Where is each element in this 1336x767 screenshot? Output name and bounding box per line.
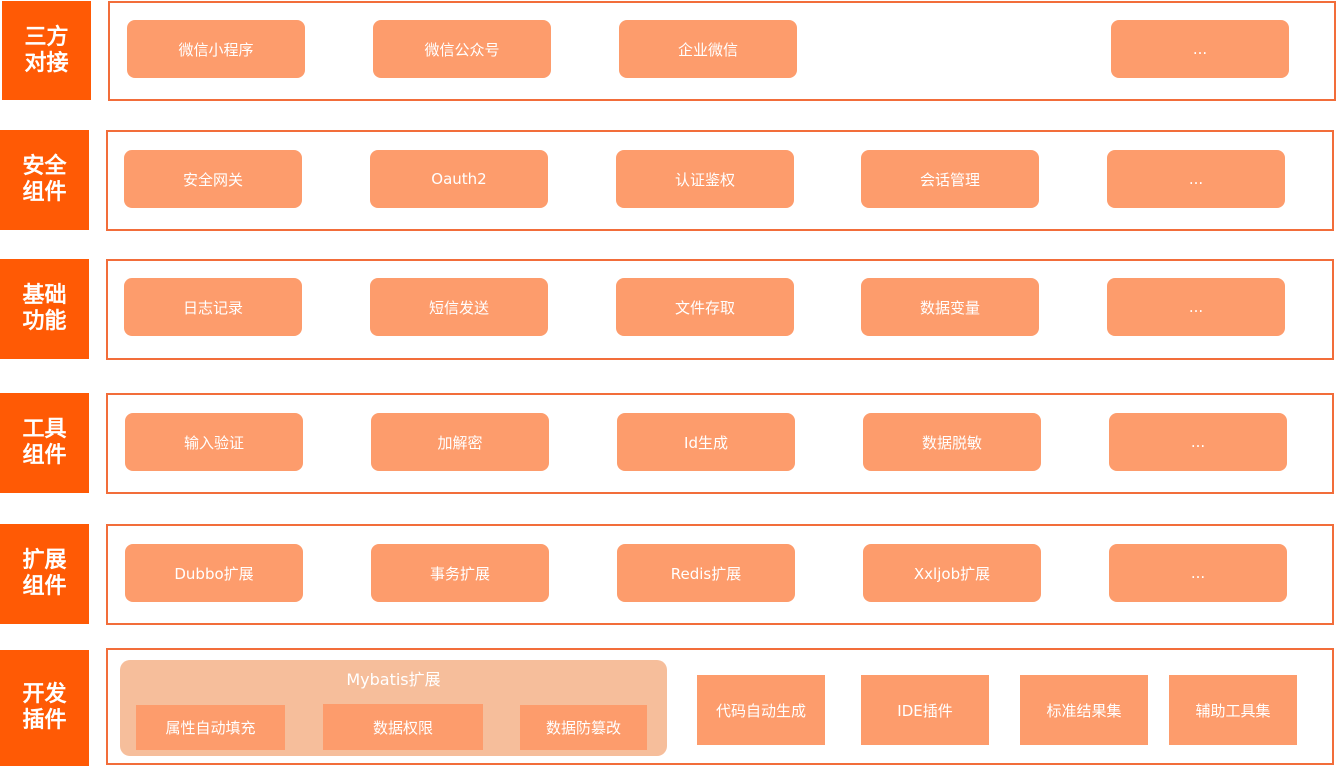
item-wechat-work[interactable]: 企业微信 — [619, 20, 797, 78]
item-auth[interactable]: 认证鉴权 — [616, 150, 794, 208]
mybatis-extension-title: Mybatis扩展 — [346, 670, 441, 689]
item-more[interactable]: ... — [1111, 20, 1289, 78]
row-label-dev-plugins: 开发 插件 — [0, 650, 89, 766]
item-tamper-proof[interactable]: 数据防篡改 — [520, 705, 647, 750]
item-dubbo-extension[interactable]: Dubbo扩展 — [125, 544, 303, 602]
row-label-third-party: 三方 对接 — [2, 1, 91, 100]
item-file-storage[interactable]: 文件存取 — [616, 278, 794, 336]
item-data-permission[interactable]: 数据权限 — [323, 704, 483, 750]
item-input-validation[interactable]: 输入验证 — [125, 413, 303, 471]
row-frame-tools: 输入验证 加解密 Id生成 数据脱敏 ... — [106, 393, 1334, 494]
row-label-security: 安全 组件 — [0, 130, 89, 230]
item-data-masking[interactable]: 数据脱敏 — [863, 413, 1041, 471]
item-code-generation[interactable]: 代码自动生成 — [697, 675, 825, 745]
item-standard-result-set[interactable]: 标准结果集 — [1020, 675, 1148, 745]
item-sms[interactable]: 短信发送 — [370, 278, 548, 336]
row-frame-extensions: Dubbo扩展 事务扩展 Redis扩展 Xxljob扩展 ... — [106, 524, 1334, 625]
row-frame-basic: 日志记录 短信发送 文件存取 数据变量 ... — [106, 259, 1334, 360]
item-more[interactable]: ... — [1107, 278, 1285, 336]
item-transaction-extension[interactable]: 事务扩展 — [371, 544, 549, 602]
item-id-generation[interactable]: Id生成 — [617, 413, 795, 471]
item-helper-tools[interactable]: 辅助工具集 — [1169, 675, 1297, 745]
row-label-basic: 基础 功能 — [0, 259, 89, 359]
item-more[interactable]: ... — [1107, 150, 1285, 208]
mybatis-extension-group: Mybatis扩展 属性自动填充 数据权限 数据防篡改 — [120, 660, 667, 756]
item-data-variables[interactable]: 数据变量 — [861, 278, 1039, 336]
item-encryption[interactable]: 加解密 — [371, 413, 549, 471]
item-auto-fill[interactable]: 属性自动填充 — [136, 705, 285, 750]
item-redis-extension[interactable]: Redis扩展 — [617, 544, 795, 602]
row-label-extensions: 扩展 组件 — [0, 524, 89, 624]
item-logging[interactable]: 日志记录 — [124, 278, 302, 336]
item-xxljob-extension[interactable]: Xxljob扩展 — [863, 544, 1041, 602]
item-wechat-official-account[interactable]: 微信公众号 — [373, 20, 551, 78]
row-label-tools: 工具 组件 — [0, 393, 89, 493]
item-more[interactable]: ... — [1109, 413, 1287, 471]
item-ide-plugin[interactable]: IDE插件 — [861, 675, 989, 745]
item-security-gateway[interactable]: 安全网关 — [124, 150, 302, 208]
row-frame-security: 安全网关 Oauth2 认证鉴权 会话管理 ... — [106, 130, 1334, 231]
item-more[interactable]: ... — [1109, 544, 1287, 602]
row-frame-dev-plugins: Mybatis扩展 属性自动填充 数据权限 数据防篡改 代码自动生成 IDE插件… — [106, 648, 1334, 765]
item-session-management[interactable]: 会话管理 — [861, 150, 1039, 208]
item-wechat-miniprogram[interactable]: 微信小程序 — [127, 20, 305, 78]
row-frame-third-party: 微信小程序 微信公众号 企业微信 ... — [108, 1, 1336, 101]
item-oauth2[interactable]: Oauth2 — [370, 150, 548, 208]
